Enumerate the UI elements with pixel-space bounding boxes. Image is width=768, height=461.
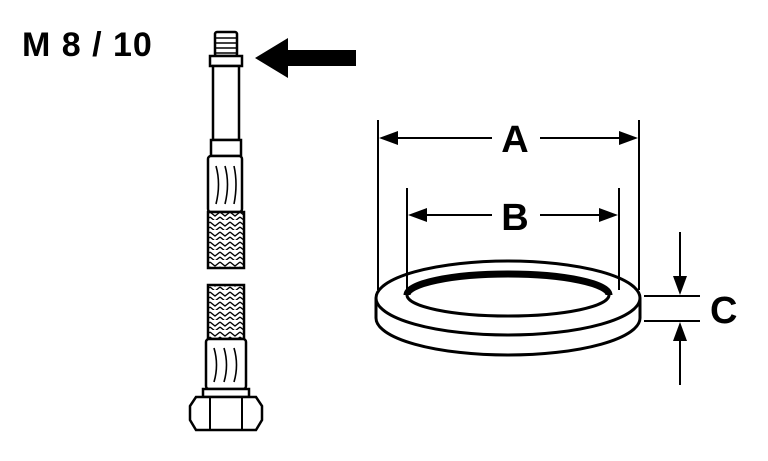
dimension-a [377,120,640,290]
dimension-b [406,188,620,290]
dimension-c [644,232,700,385]
washer [374,259,642,357]
dimension-label-a: A [501,119,528,161]
thread-size-label: M 8 / 10 [22,26,153,64]
pointer-arrow-icon [255,38,356,78]
hose-lower-section [188,283,264,432]
dimension-label-c: C [710,290,737,332]
hose-upper-section [206,30,246,270]
dimension-label-b: B [501,197,528,239]
